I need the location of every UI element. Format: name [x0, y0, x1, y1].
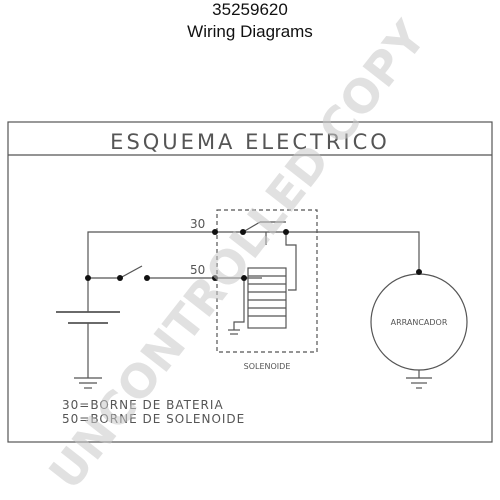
battery-wire — [87, 231, 420, 278]
diagram-heading: ESQUEMA ELECTRICO — [110, 130, 390, 154]
solenoid-label: SOLENOIDE — [244, 362, 291, 371]
solenoid-return-wire — [285, 232, 297, 291]
legend-line-50: 50=BORNE DE SOLENOIDE — [62, 412, 245, 426]
junction-dots — [85, 229, 422, 281]
page-title: Wiring Diagrams — [187, 22, 313, 41]
diagram-frame — [7, 121, 493, 443]
solenoid-box — [216, 209, 318, 353]
solenoid-contact-arm — [242, 221, 261, 233]
coil-windings — [248, 275, 286, 317]
part-number: 35259620 — [212, 0, 288, 19]
switch-contact — [119, 265, 143, 279]
starter-label: ARRANCADOR — [391, 318, 448, 327]
terminal-50-label: 50 — [190, 263, 205, 277]
solenoid-coil — [247, 267, 287, 329]
legend-line-30: 30=BORNE DE BATERIA — [62, 398, 224, 412]
coil-ground-wire — [233, 278, 245, 330]
terminal-30-label: 30 — [190, 217, 205, 231]
